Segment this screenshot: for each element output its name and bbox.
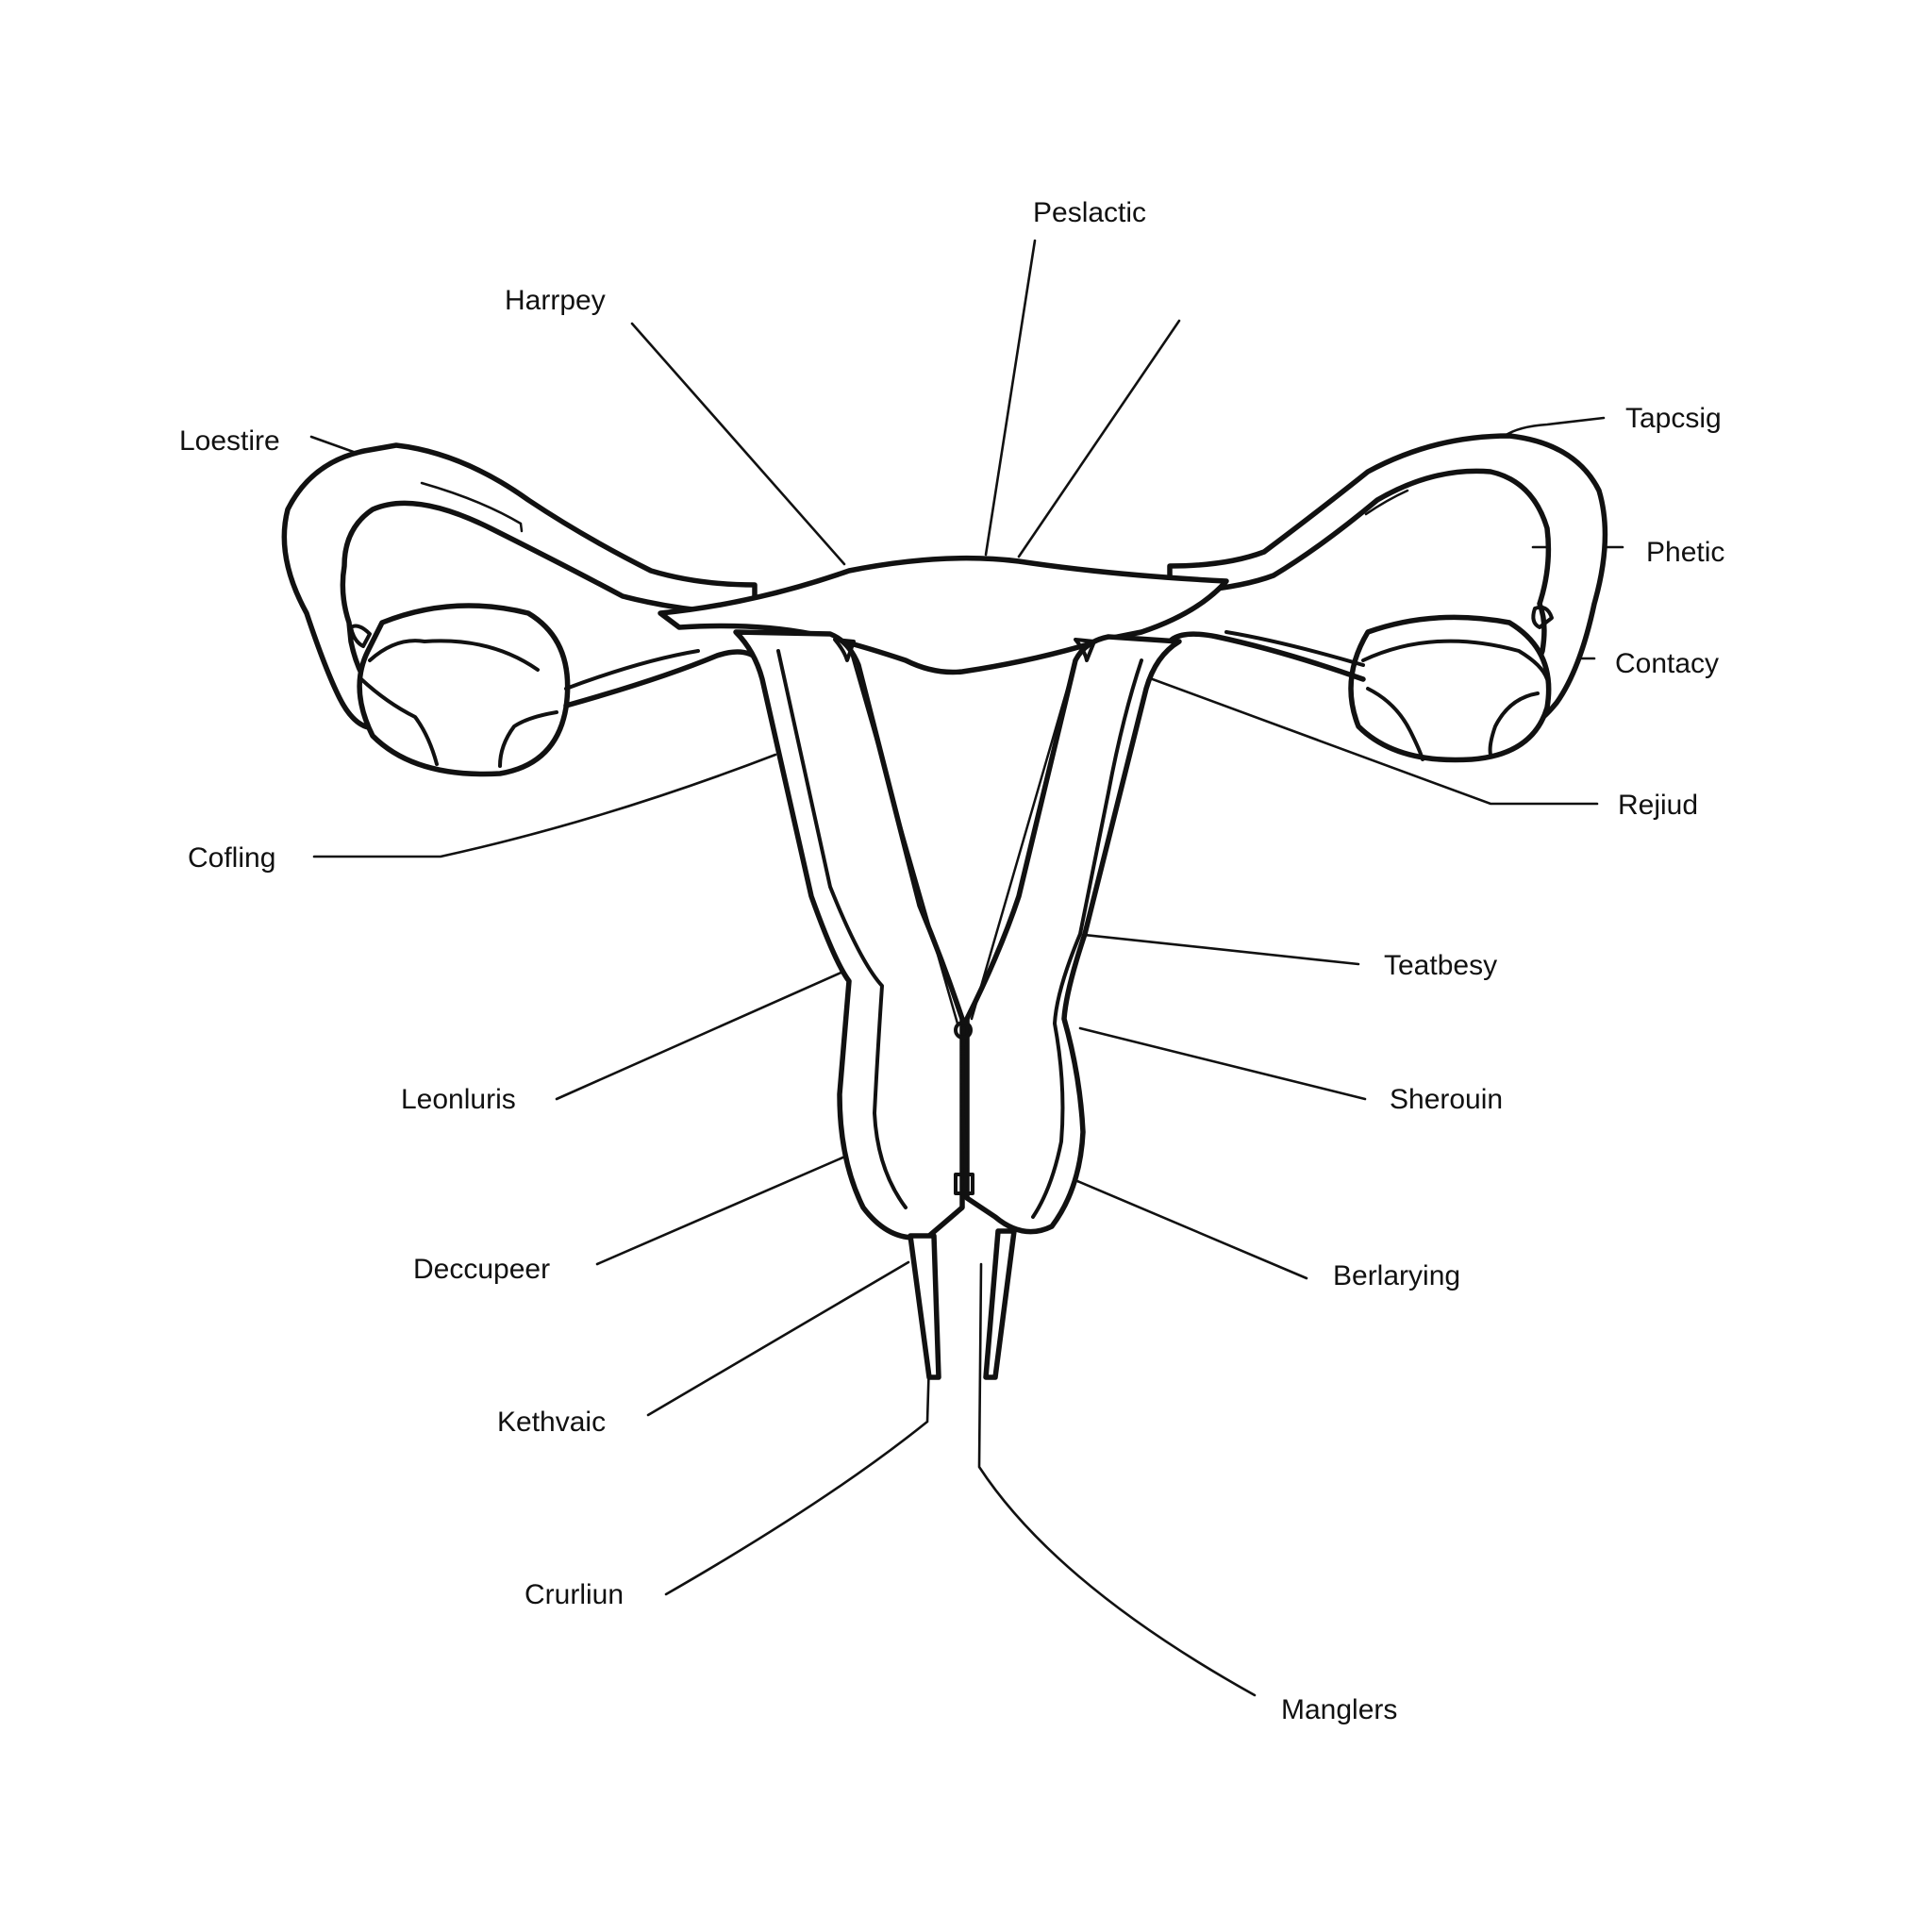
leader-rejiud (1130, 670, 1599, 806)
label-teatbesy: Teatbesy (1384, 950, 1497, 981)
left-limb (733, 629, 965, 1241)
lower-stems (908, 1228, 1017, 1380)
left-ovary-inner-top (368, 639, 540, 672)
leader-sherouin (1078, 1026, 1367, 1101)
left-ligament-inner (564, 649, 700, 691)
right-tube-outer (1167, 433, 1608, 734)
central-septum (833, 638, 1096, 1195)
right-ovary-outline (1348, 614, 1552, 763)
leader-deccupeer (595, 1151, 856, 1266)
right-ligament-inner (1224, 630, 1365, 667)
label-sherouin: Sherouin (1390, 1084, 1503, 1115)
label-kethvaic: Kethvaic (497, 1407, 606, 1438)
fundus-node-left (833, 638, 856, 662)
leader-crurlun (664, 1262, 934, 1596)
left-limb-inner (776, 649, 908, 1209)
right-fimbria (1531, 605, 1554, 629)
label-deccupeer: Deccupeer (413, 1254, 550, 1285)
right-ovary (1162, 605, 1554, 763)
leader-kethvaic (646, 1260, 910, 1417)
label-peslactic: Peslactic (1033, 197, 1146, 228)
label-contacy: Contacy (1615, 648, 1719, 679)
right-stem (983, 1228, 1017, 1380)
leader-berlarying (1062, 1174, 1308, 1280)
right-ovary-inner-left (1366, 687, 1424, 761)
leader-peslactic-2 (1017, 319, 1181, 558)
label-manglers: Manglers (1281, 1694, 1397, 1725)
label-berlarying: Berlarying (1333, 1260, 1460, 1291)
left-tube-outer (281, 442, 758, 731)
label-rejiud: Rejiud (1618, 790, 1698, 821)
right-ovary-inner-top (1361, 639, 1549, 681)
label-phetic: Phetic (1646, 537, 1724, 568)
leader-teatbesy (1074, 932, 1360, 966)
leader-manglers (977, 1262, 1257, 1697)
left-ovary-inner-left (359, 677, 439, 766)
left-fimbria (349, 624, 372, 648)
left-ovary (349, 603, 767, 777)
right-ligament (1162, 631, 1366, 682)
left-tube-inner-mark (420, 481, 524, 533)
leader-leonluris (555, 965, 856, 1101)
leader-tapcsig (1503, 416, 1606, 438)
right-limb-outline (964, 634, 1182, 1235)
label-tapcsig: Tapcsig (1625, 403, 1722, 434)
right-tube-inner-mark (1364, 489, 1409, 516)
left-canal-line (850, 654, 959, 1025)
left-stem (908, 1233, 941, 1380)
lower-node (954, 1173, 974, 1195)
right-limb (964, 634, 1182, 1235)
label-cofling: Cofling (188, 842, 275, 874)
fundus-node-right (1074, 638, 1096, 662)
leader-cofling (312, 753, 777, 858)
left-ovary-inner-right (498, 710, 558, 768)
label-loestire: Loestire (179, 425, 280, 457)
right-canal-line (970, 658, 1077, 1021)
right-tube (1167, 433, 1608, 734)
label-crurlun: Crurliun (525, 1579, 624, 1610)
leader-peslactic (984, 239, 1037, 557)
upper-node (954, 1021, 973, 1040)
label-leonluris: Leonluris (401, 1084, 516, 1115)
left-ovary-outline (357, 603, 571, 777)
label-harrpey: Harrpey (505, 285, 606, 316)
labels: Peslactic Harrpey Loestire Tapcsig Pheti… (179, 197, 1724, 1725)
left-tube (281, 442, 758, 731)
right-limb-inner (1031, 658, 1143, 1219)
right-ovary-inner-right (1488, 691, 1540, 757)
leader-harrpey (630, 322, 846, 566)
